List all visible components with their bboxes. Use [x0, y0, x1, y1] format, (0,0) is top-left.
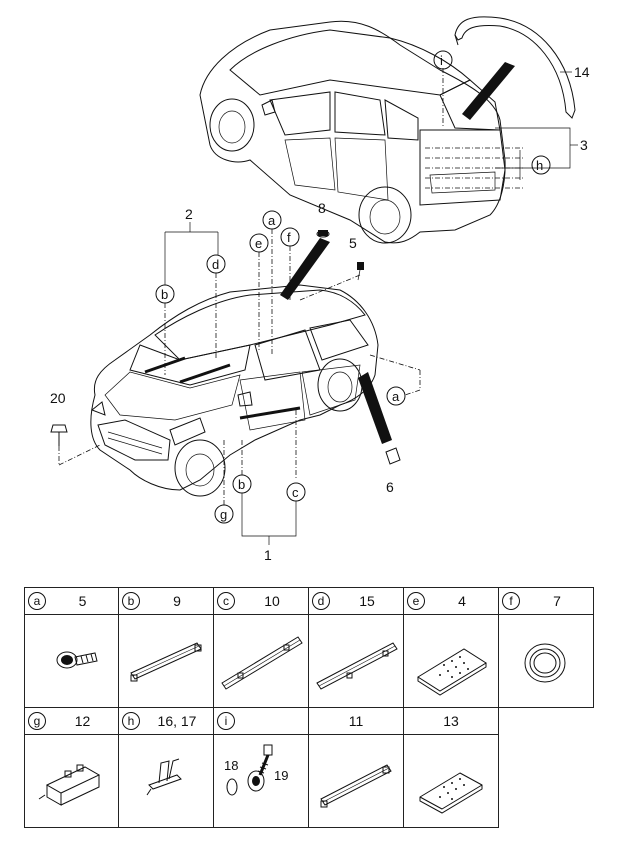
circle-letter-e: e [255, 236, 262, 251]
sub-label-19: 19 [274, 768, 288, 783]
part-cell-i: i 18 19 [214, 708, 309, 828]
callout-8: 8 [318, 200, 326, 216]
callout-1: 1 [264, 547, 272, 563]
part-number-7: 7 [553, 593, 561, 609]
weatherstrip-11-icon [320, 764, 392, 808]
part-letter-f: f [502, 592, 520, 610]
part-number-4: 4 [458, 593, 466, 609]
callout-5: 5 [349, 235, 357, 251]
circle-letter-c-bottom: c [292, 485, 299, 500]
empty-cell [499, 708, 594, 828]
front-vehicle-illustration [90, 238, 392, 497]
circle-letter-i: i [440, 53, 443, 68]
weatherstrip-10-icon [221, 636, 303, 690]
part-number-11: 11 [348, 713, 364, 729]
part-number-13: 13 [443, 713, 459, 729]
circle-letter-h: h [536, 158, 543, 173]
part-letter-i: i [217, 712, 235, 730]
clip-16-17-icon [146, 758, 182, 796]
part-letter-a: a [28, 592, 46, 610]
part-cell-h: h 16, 17 [119, 708, 214, 828]
part-number-12: 12 [74, 713, 91, 729]
part-cell-g: g 12 [24, 708, 119, 828]
sub-label-18: 18 [224, 758, 238, 773]
part-number-5: 5 [78, 593, 87, 609]
part-letter-h: h [122, 712, 140, 730]
part-letter-e: e [407, 592, 425, 610]
part-letter-d: d [312, 592, 330, 610]
grommet-7-icon [524, 643, 566, 683]
circle-letter-f: f [287, 230, 291, 245]
circle-letter-a-top: a [268, 213, 276, 228]
part-number-16-17: 16, 17 [157, 713, 197, 729]
part-letter-b: b [122, 592, 140, 610]
part-number-9: 9 [173, 593, 181, 609]
part-cell-13: 13 [404, 708, 499, 828]
parts-table-row-2: g 12 h 16, 17 [24, 708, 599, 828]
callout-20: 20 [50, 390, 66, 406]
pad-4-icon [417, 648, 487, 696]
circle-letter-b-left: b [161, 287, 168, 302]
part-cell-c: c 10 [214, 587, 309, 708]
pad-13-icon [419, 772, 483, 814]
circle-letter-g: g [220, 507, 227, 522]
callout-2: 2 [185, 206, 193, 222]
grommet-set-icon: 18 19 [224, 744, 288, 796]
parts-diagram: 14 3 i h [50, 16, 590, 563]
bracket-12-icon [38, 764, 101, 806]
part-letter-c: c [217, 592, 235, 610]
circle-letter-d: d [212, 257, 219, 272]
part-number-15: 15 [359, 593, 375, 609]
bolt-icon [56, 651, 98, 669]
weatherstrip-9-icon [130, 642, 202, 682]
part-cell-11: 11 [309, 708, 404, 828]
callout-3: 3 [580, 137, 588, 153]
circle-letter-b-bottom: b [238, 477, 245, 492]
part-number-10: 10 [264, 593, 280, 609]
part-cell-d: d 15 [309, 587, 404, 708]
rear-vehicle-illustration [199, 16, 578, 244]
circle-letter-a-right: a [392, 389, 400, 404]
part-letter-g: g [28, 712, 46, 730]
callout-6: 6 [386, 479, 394, 495]
callout-14: 14 [574, 64, 590, 80]
weatherstrip-15-icon [316, 642, 398, 690]
